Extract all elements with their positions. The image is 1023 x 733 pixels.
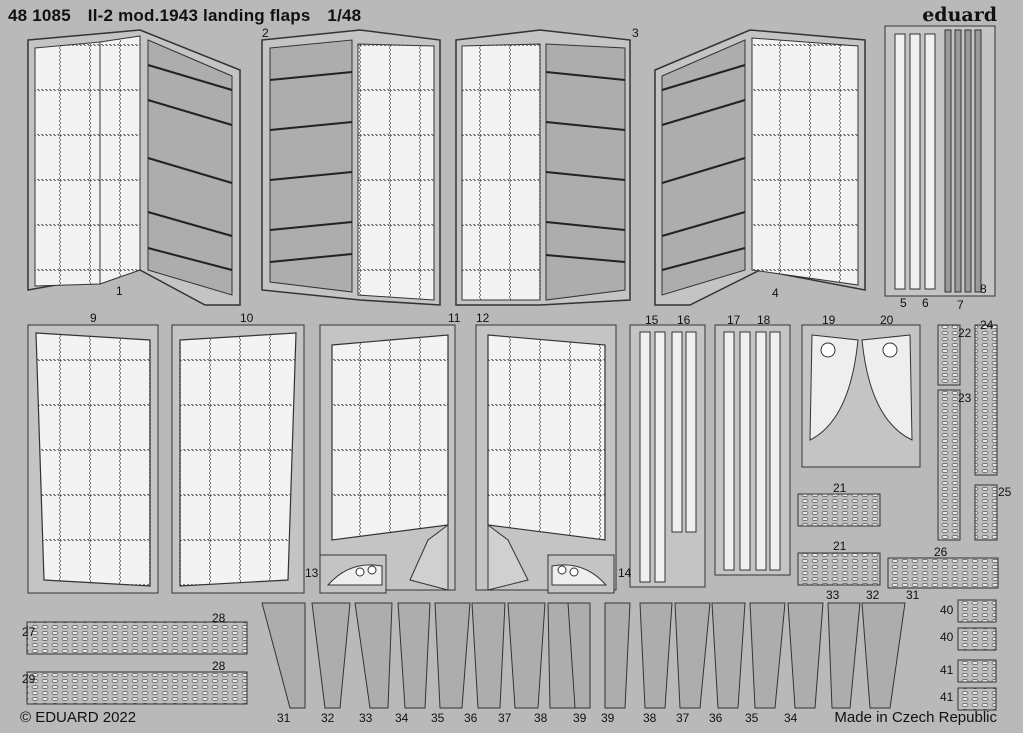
scale: 1/48 [327,6,362,25]
label-b31: 31 [277,711,291,725]
parts-22-25-columns [937,324,998,541]
catalog-code: 48 1085 [8,6,71,25]
bottom-rib-parts-left [261,602,591,709]
label-6: 6 [922,296,929,310]
label-21a: 21 [833,481,847,495]
label-29: 29 [22,672,36,686]
label-b34: 34 [395,711,409,725]
parts-19-20 [801,324,921,468]
label-1: 1 [116,284,123,298]
label-5: 5 [900,296,907,310]
label-15: 15 [645,313,659,327]
part-1-flap [27,29,241,306]
label-b36: 36 [464,711,478,725]
brand-logo: eduard [922,4,997,26]
label-b37r: 37 [676,711,690,725]
parts-11-12-panels [319,324,617,591]
label-b34r: 34 [784,711,798,725]
label-2: 2 [262,26,269,40]
label-b39r: 39 [601,711,615,725]
parts-40-41 [957,599,997,711]
product-name: Il-2 mod.1943 landing flaps [87,6,311,25]
label-b35: 35 [431,711,445,725]
label-b37: 37 [498,711,512,725]
label-b39: 39 [573,711,587,725]
label-41a: 41 [940,663,954,677]
label-12: 12 [476,311,490,325]
label-8: 8 [980,282,987,296]
label-14: 14 [618,566,632,580]
label-40a: 40 [940,603,954,617]
fret-title: 48 1085 Il-2 mod.1943 landing flaps 1/48 [8,6,373,26]
label-26: 26 [934,545,948,559]
label-24: 24 [980,318,994,332]
label-b35r: 35 [745,711,759,725]
label-9: 9 [90,311,97,325]
label-18: 18 [757,313,771,327]
label-10: 10 [240,311,254,325]
label-13: 13 [305,566,319,580]
parts-5-8-strips [884,25,996,297]
bottom-rib-parts-right [604,602,906,709]
label-7: 7 [957,298,964,312]
label-25: 25 [998,485,1012,499]
label-16: 16 [677,313,691,327]
origin-text: Made in Czech Republic [834,709,997,726]
label-41b: 41 [940,690,954,704]
label-40b: 40 [940,630,954,644]
label-28b: 28 [212,659,226,673]
label-3: 3 [632,26,639,40]
label-11: 11 [448,311,461,325]
parts-9-10-panels [27,324,305,594]
label-28a: 28 [212,611,226,625]
parts-13-14 [319,554,615,594]
parts-21-rows [797,493,999,589]
label-b32: 32 [321,711,335,725]
label-17: 17 [727,313,741,327]
parts-15-18-strips [629,324,791,588]
label-22: 22 [958,326,972,340]
label-b38r: 38 [643,711,657,725]
label-4: 4 [772,286,779,300]
label-27: 27 [22,625,36,639]
label-33a: 33 [826,588,840,602]
part-3-flap [455,29,631,306]
copyright: © EDUARD 2022 [20,709,137,726]
part-4-flap [654,29,866,306]
parts-27-29-rows [26,621,248,705]
label-20: 20 [880,313,894,327]
part-2-flap [261,29,441,306]
label-21b: 21 [833,539,847,553]
label-32a: 32 [866,588,880,602]
label-b38: 38 [534,711,548,725]
label-b36r: 36 [709,711,723,725]
label-19: 19 [822,313,836,327]
label-b33: 33 [359,711,373,725]
label-23: 23 [958,391,972,405]
label-31a: 31 [906,588,920,602]
